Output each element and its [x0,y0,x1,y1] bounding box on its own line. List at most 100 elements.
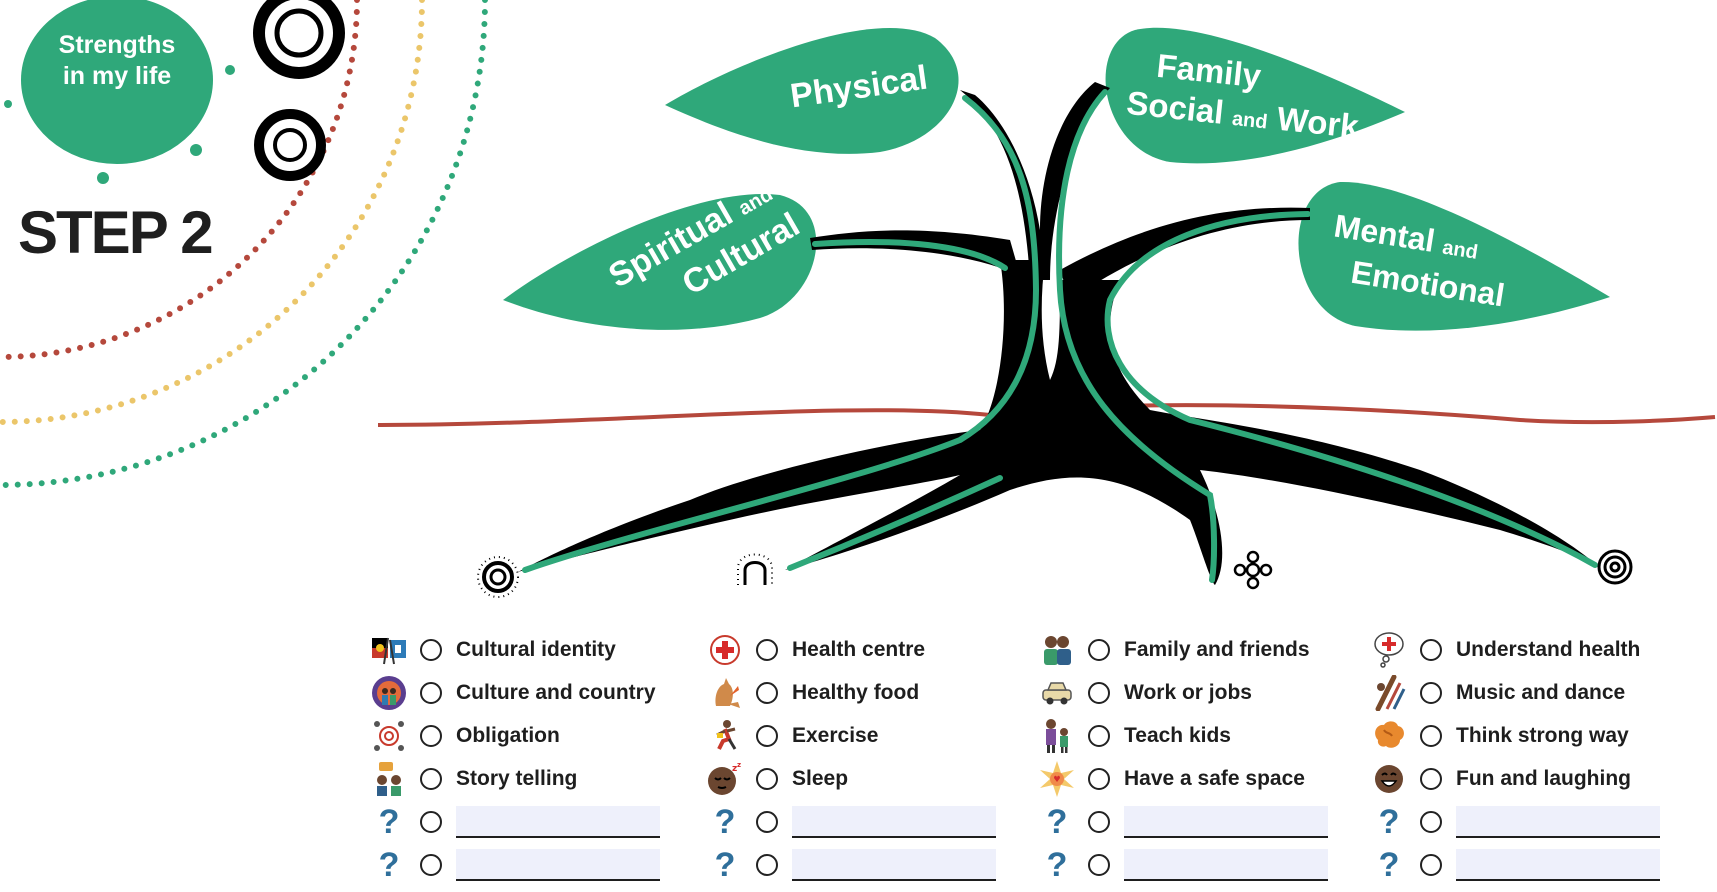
item-label: Cultural identity [456,637,616,661]
badge-label: Strengths in my life [22,30,212,92]
checklist-row: Healthy food [706,671,1026,714]
flower-icon [1233,550,1273,590]
checkbox-circle[interactable] [756,810,778,833]
car-icon [1038,674,1076,712]
write-in-field[interactable] [792,848,996,881]
checklist-row: Work or jobs [1038,671,1358,714]
item-label: Teach kids [1124,723,1231,747]
checkbox-circle[interactable] [756,724,778,747]
red-cross-icon [706,631,744,669]
checklist-column-spiritual: Cultural identity Culture and country Ob… [370,628,690,886]
item-label: Have a safe space [1124,766,1305,790]
checkbox-circle[interactable] [1420,767,1442,790]
question-mark-icon: ? [714,802,736,841]
thought-health-icon [1370,631,1408,669]
write-in-field[interactable] [1456,848,1660,881]
item-label: Culture and country [456,680,656,704]
checkbox-circle[interactable] [1088,638,1110,661]
checklist-row: Understand health [1370,628,1690,671]
checkbox-circle[interactable] [1088,681,1110,704]
checkbox-circle[interactable] [756,853,778,876]
checkbox-circle[interactable] [1420,724,1442,747]
item-label: Think strong way [1456,723,1629,747]
safe-space-icon [1038,760,1076,798]
step-heading: STEP 2 [18,199,214,266]
badge-blob [21,0,213,164]
checkbox-circle[interactable] [756,767,778,790]
item-label: Healthy food [792,680,920,704]
checklist-column-family: Family and friends Work or jobs Teach ki… [1038,628,1358,886]
flags-icon [370,631,408,669]
item-label: Exercise [792,723,879,747]
question-mark-icon: ? [1378,802,1400,841]
leaf-mental [1298,181,1610,331]
checklist-row: Family and friends [1038,628,1358,671]
leaf-family [1105,27,1405,164]
checkbox-circle[interactable] [756,681,778,704]
tree [518,82,1600,585]
write-in-field[interactable] [456,848,660,881]
write-in-field[interactable] [792,805,996,838]
checklist-row-blank: ? [370,800,690,843]
checkbox-circle[interactable] [1420,638,1442,661]
concentric-circles-icon [253,0,345,181]
item-label: Music and dance [1456,680,1626,704]
leaf-physical [665,27,959,154]
write-in-field[interactable] [456,805,660,838]
badge-dot [4,100,12,108]
checklist-row: Obligation [370,714,690,757]
checklist-row: Think strong way [1370,714,1690,757]
checkbox-circle[interactable] [420,724,442,747]
question-mark-icon: ? [714,845,736,884]
question-mark-icon: ? [378,845,400,884]
checklist-row: Teach kids [1038,714,1358,757]
item-label: Family and friends [1124,637,1310,661]
running-person-icon [706,717,744,755]
story-telling-icon [370,760,408,798]
checkbox-circle[interactable] [1088,853,1110,876]
checkbox-circle[interactable] [1420,681,1442,704]
badge-dot [190,144,202,156]
laughing-face-icon [1370,760,1408,798]
checkbox-circle[interactable] [420,853,442,876]
question-mark-icon: ? [378,802,400,841]
checkbox-circle[interactable] [1088,724,1110,747]
checklist-row: Fun and laughing [1370,757,1690,800]
checklist-row: Health centre [706,628,1026,671]
checkbox-circle[interactable] [420,681,442,704]
checklist-row: Culture and country [370,671,690,714]
write-in-field[interactable] [1124,805,1328,838]
arch-icon [737,553,773,585]
badge-line-2: in my life [62,62,172,90]
svg-text:z: z [732,764,737,774]
leaf-mental-and: and [1440,236,1480,264]
write-in-field[interactable] [1456,805,1660,838]
leaf-spiritual [503,193,817,330]
checkbox-circle[interactable] [756,638,778,661]
badge-dot [225,65,235,75]
checkbox-circle[interactable] [1420,853,1442,876]
checklist-row: Story telling [370,757,690,800]
badge-line-1: Strengths [58,31,176,59]
item-label: Understand health [1456,637,1641,661]
checklist-row-blank: ? [1038,843,1358,886]
svg-text:z: z [737,761,741,769]
checkbox-circle[interactable] [1088,810,1110,833]
checkbox-circle[interactable] [420,810,442,833]
item-label: Obligation [456,723,560,747]
item-label: Fun and laughing [1456,766,1631,790]
write-in-field[interactable] [1124,848,1328,881]
checkbox-circle[interactable] [1420,810,1442,833]
checklist-row-blank: ? [370,843,690,886]
checklist-row-blank: ? [1370,843,1690,886]
checkbox-circle[interactable] [420,767,442,790]
question-mark-icon: ? [1046,845,1068,884]
checklist-row-blank: ? [706,843,1026,886]
badge-dot [97,172,109,184]
teach-kids-icon [1038,717,1076,755]
checkbox-circle[interactable] [420,638,442,661]
item-label: Health centre [792,637,926,661]
checkbox-circle[interactable] [1088,767,1110,790]
